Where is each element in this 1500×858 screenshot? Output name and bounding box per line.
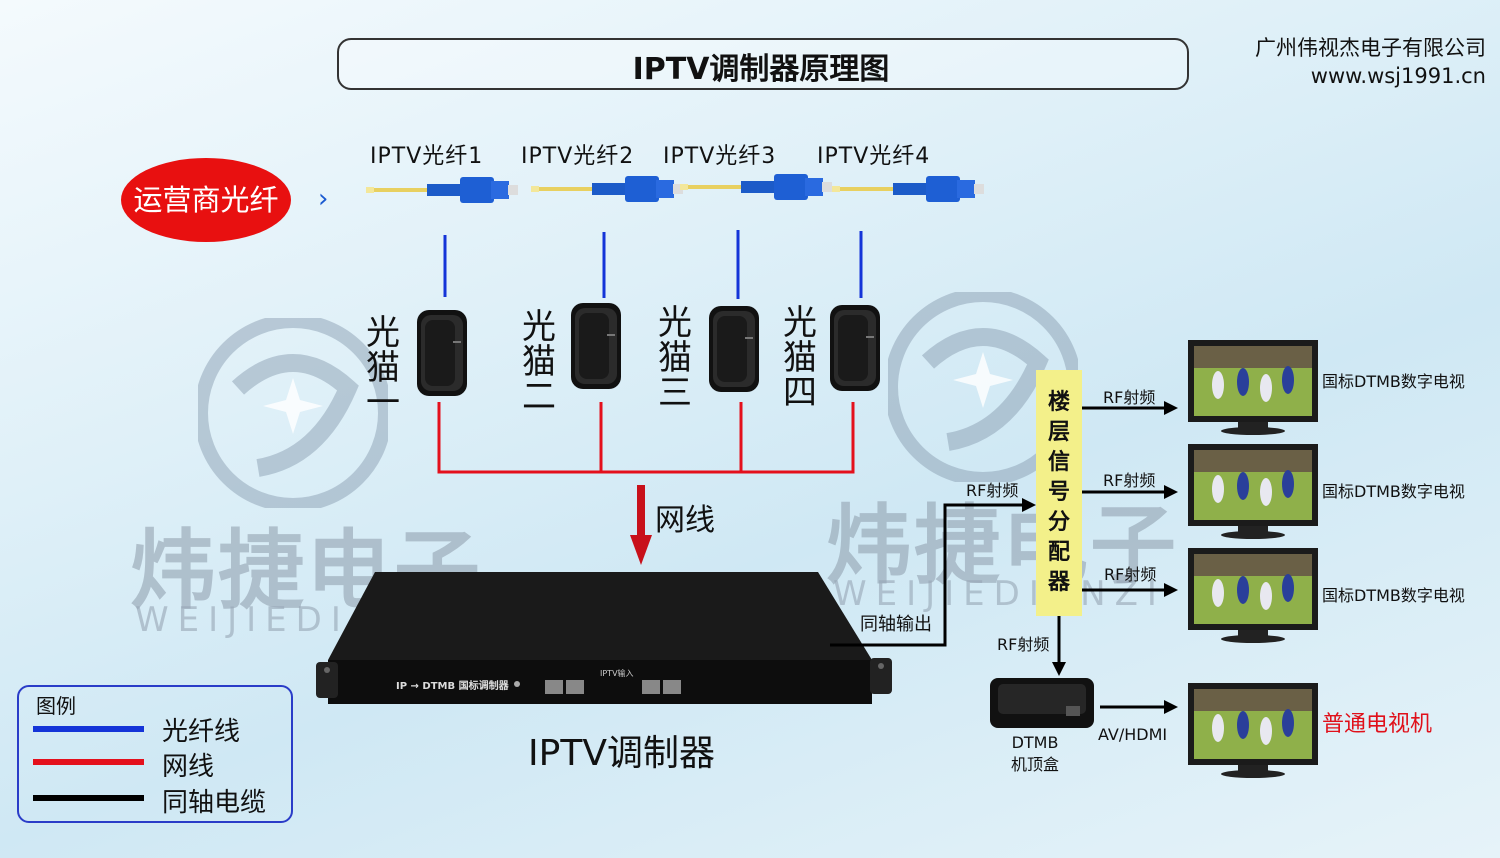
operator-fiber-badge: 运营商光纤	[121, 158, 291, 242]
fiber-label-3: IPTV光纤3	[663, 144, 777, 169]
fiber-connector-4	[830, 174, 986, 204]
tv-4	[1188, 683, 1318, 778]
company-name: 广州伟视杰电子有限公司	[1255, 36, 1486, 60]
tv-label-1: 国标DTMB数字电视	[1322, 372, 1465, 391]
modem-label-3: 光猫三	[658, 303, 692, 413]
rf-label-input: RF射频	[966, 481, 1019, 500]
fiber-label-4: IPTV光纤4	[817, 144, 931, 169]
modem-label-2: 光猫二	[522, 307, 556, 417]
chevron-right-icon: ›	[318, 184, 329, 214]
modem-3	[708, 305, 760, 393]
legend-item-network: 网线	[162, 752, 215, 782]
company-info: 广州伟视杰电子有限公司 www.wsj1991.cn	[1255, 34, 1486, 90]
watermark-text-right: 炜捷电子	[826, 496, 1178, 596]
title-frame	[337, 38, 1189, 90]
fiber-connector-3	[678, 172, 834, 202]
stb-label: DTMB 机顶盒	[1010, 733, 1059, 774]
tv-label-3: 国标DTMB数字电视	[1322, 586, 1465, 605]
modulator-label: IPTV调制器	[528, 733, 715, 774]
modem-2	[570, 302, 622, 390]
rf-label-tv2: RF射频	[1103, 471, 1156, 490]
coax-arrowheads	[1022, 401, 1178, 714]
network-cable-label: 网线	[655, 503, 715, 538]
coax-output-label: 同轴输出	[860, 614, 932, 635]
tv-2	[1188, 444, 1318, 539]
modulator-panel-text: IP → DTMB 国标调制器	[396, 681, 509, 692]
stb-device	[990, 678, 1094, 728]
modem-label-4: 光猫四	[783, 303, 817, 413]
coax-lines	[830, 406, 1165, 709]
legend-item-coax: 同轴电缆	[162, 788, 267, 818]
rf-label-tv3: RF射频	[1104, 565, 1157, 584]
company-url: www.wsj1991.cn	[1310, 64, 1486, 88]
splitter-box	[1036, 370, 1082, 616]
legend-title: 图例	[36, 694, 76, 718]
av-hdmi-label: AV/HDMI	[1098, 725, 1168, 744]
rf-label-tv1: RF射频	[1103, 388, 1156, 407]
network-arrow	[630, 485, 652, 565]
tv-1	[1188, 340, 1318, 435]
legend-box	[17, 685, 293, 823]
splitter-label: 楼层信号分配器	[1047, 390, 1070, 595]
fiber-connector-2	[529, 174, 685, 204]
page-title: IPTV调制器原理图	[632, 52, 890, 87]
modem-label-1: 光猫一	[366, 313, 400, 423]
modulator-device	[316, 572, 892, 704]
tv-3	[1188, 548, 1318, 643]
tv-label-4: 普通电视机	[1322, 712, 1433, 737]
legend-lines	[33, 726, 144, 801]
watermark-en-right: WEIJIEDIANZI	[833, 574, 1166, 614]
modulator-port-label: IPTV输入	[600, 669, 634, 678]
rf-label-stb: RF射频	[997, 635, 1050, 654]
fiber-lines	[443, 230, 863, 299]
fiber-connector-1	[364, 175, 520, 205]
watermark-logo-left	[194, 314, 392, 512]
network-lines	[437, 402, 855, 474]
modem-1	[416, 309, 468, 397]
modem-4	[829, 304, 881, 392]
tv-label-2: 国标DTMB数字电视	[1322, 482, 1465, 501]
fiber-label-2: IPTV光纤2	[521, 144, 635, 169]
fiber-label-1: IPTV光纤1	[370, 144, 484, 169]
legend-item-fiber: 光纤线	[162, 717, 241, 747]
